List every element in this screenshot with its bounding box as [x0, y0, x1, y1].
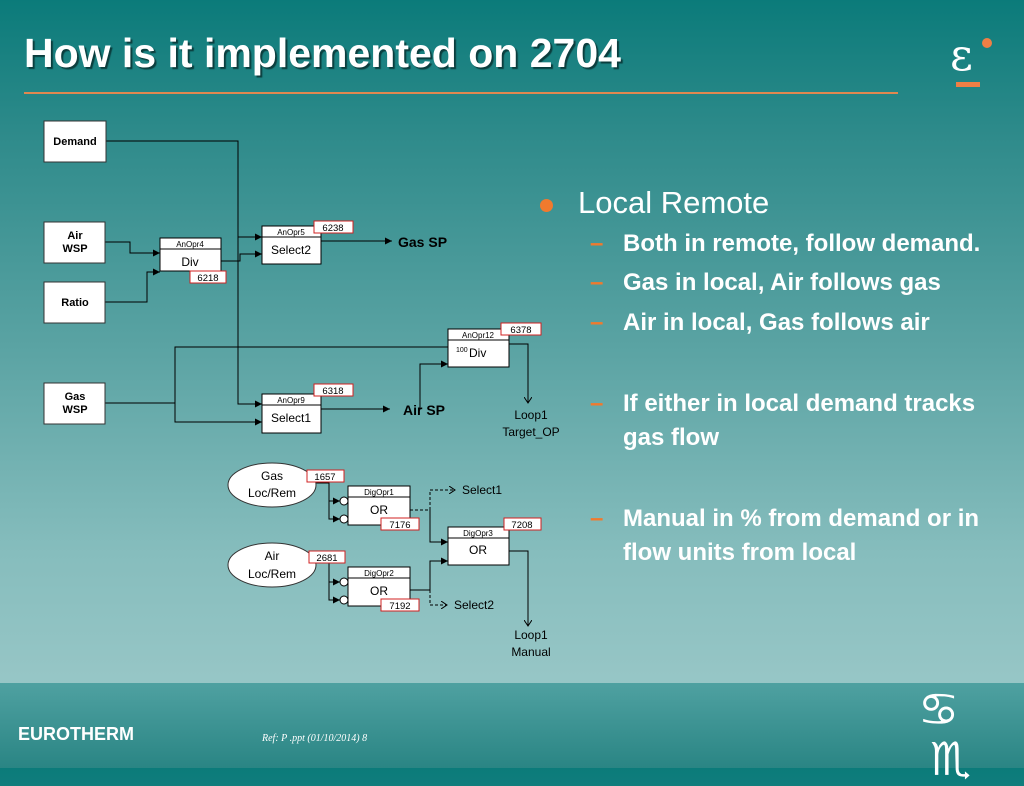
wire-airsp-div12	[419, 360, 448, 409]
loop-manual-label-2: Manual	[511, 645, 550, 659]
svg-text:6218: 6218	[197, 273, 218, 284]
cancer-zodiac-icon: ♋	[918, 682, 960, 736]
bullet-sub-3: –Air in local, Gas follows air	[590, 309, 930, 336]
wire-or3-loop	[509, 550, 528, 626]
svg-text:WSP: WSP	[62, 243, 87, 255]
svg-text:DigOpr3: DigOpr3	[463, 529, 493, 538]
wire-demand-select1	[106, 140, 262, 408]
svg-text:OR: OR	[370, 584, 388, 598]
svg-text:6378: 6378	[510, 325, 531, 336]
epsilon-icon: ε	[950, 30, 973, 81]
slide-title: How is it implemented on 2704	[24, 30, 621, 76]
logo-bar	[956, 82, 980, 87]
wire-or2-select2	[429, 590, 447, 605]
bullet-sub-4: –If either in local demand tracks gas fl…	[590, 390, 976, 451]
svg-text:2681: 2681	[316, 553, 337, 564]
input-air-wsp: Air WSP	[43, 221, 106, 264]
svg-text:100: 100	[456, 347, 468, 354]
svg-text:AnOpr9: AnOpr9	[277, 396, 305, 405]
title-rule	[24, 92, 898, 94]
wire-air-div	[105, 241, 160, 257]
wire-div-select2	[221, 250, 262, 262]
block-digopr1: DigOpr1 OR 7176	[339, 485, 420, 531]
select2-out-label: Select2	[454, 598, 494, 612]
svg-text:Air: Air	[67, 230, 83, 242]
bullet-sub-2: –Gas in local, Air follows gas	[590, 269, 941, 296]
block-anopr9: AnOpr9 Select1 6318	[261, 383, 354, 434]
svg-text:Select1: Select1	[271, 411, 311, 425]
logo-dot	[982, 38, 992, 48]
select1-out-label: Select1	[462, 483, 502, 497]
footer-band	[0, 683, 1024, 768]
svg-text:OR: OR	[469, 543, 487, 557]
svg-text:Div: Div	[469, 346, 486, 360]
svg-text:Demand: Demand	[53, 136, 96, 148]
wire-gas-select1	[174, 403, 262, 426]
block-digopr3: DigOpr3 OR 7208	[447, 517, 542, 566]
air-loc-rem: Air Loc/Rem 2681	[227, 542, 346, 588]
svg-text:Gas: Gas	[65, 391, 86, 403]
loop-manual-label: Loop1	[514, 628, 548, 642]
wire-gasell-or1b	[328, 501, 340, 523]
bullet-main: Local Remote	[540, 185, 1010, 221]
svg-text:AnOpr5: AnOpr5	[277, 228, 305, 237]
block-anopr5: AnOpr5 Select2 6238	[261, 220, 354, 265]
wire-or1-or3	[429, 510, 448, 546]
loop-target-label-2: Target_OP	[502, 425, 559, 439]
block-anopr12: AnOpr12 100 Div 6378	[447, 322, 542, 368]
scorpio-zodiac-icon: ♏	[930, 732, 972, 786]
svg-text:Gas: Gas	[261, 469, 283, 483]
svg-text:OR: OR	[370, 503, 388, 517]
block-digopr2: DigOpr2 OR 7192	[339, 566, 420, 612]
svg-text:Loc/Rem: Loc/Rem	[248, 486, 296, 500]
input-gas-wsp: Gas WSP	[43, 382, 106, 425]
wire-airell-or2b	[328, 582, 340, 604]
wire-div12-loop	[509, 343, 528, 403]
svg-text:AnOpr12: AnOpr12	[462, 331, 495, 340]
bullet-sub-5: –Manual in % from demand or in flow unit…	[590, 505, 980, 566]
air-sp-label: Air SP	[403, 402, 445, 418]
svg-text:6238: 6238	[322, 223, 343, 234]
svg-text:1657: 1657	[314, 472, 335, 483]
gas-sp-label: Gas SP	[398, 234, 447, 250]
svg-text:7192: 7192	[389, 601, 410, 612]
svg-text:AnOpr4: AnOpr4	[176, 240, 204, 249]
svg-text:7208: 7208	[511, 520, 532, 531]
svg-text:7176: 7176	[389, 520, 410, 531]
svg-text:Div: Div	[181, 255, 198, 269]
svg-text:DigOpr2: DigOpr2	[364, 569, 394, 578]
wire-or1-select1	[410, 490, 455, 511]
footer-brand: EUROTHERM	[18, 724, 134, 744]
svg-text:Loc/Rem: Loc/Rem	[248, 567, 296, 581]
control-diagram: Demand Air WSP Ratio Gas WSP AnOpr4 Div …	[43, 120, 560, 659]
wire-ratio-div	[105, 268, 160, 303]
svg-text:Ratio: Ratio	[61, 297, 89, 309]
wire-gas-div12	[105, 343, 455, 404]
loop-target-label: Loop1	[514, 408, 548, 422]
svg-text:Air: Air	[265, 549, 280, 563]
bullet-sub-1: –Both in remote, follow demand.	[590, 230, 981, 257]
svg-text:Select2: Select2	[271, 243, 311, 257]
gas-loc-rem: Gas Loc/Rem 1657	[227, 462, 345, 508]
svg-text:WSP: WSP	[62, 404, 87, 416]
svg-text:6318: 6318	[322, 386, 343, 397]
wire-gasell-or1a	[312, 482, 340, 505]
block-anopr4: AnOpr4 Div 6218	[159, 237, 227, 284]
wires	[105, 140, 528, 626]
bullet-list: Local Remote –Both in remote, follow dem…	[540, 185, 1010, 570]
wire-or2-or3	[410, 557, 448, 591]
input-ratio: Ratio	[43, 281, 106, 324]
input-demand: Demand	[43, 120, 107, 163]
svg-text:DigOpr1: DigOpr1	[364, 488, 394, 497]
footer-ref: Ref: P .ppt (01/10/2014) 8	[262, 733, 368, 744]
bullet-dot	[540, 199, 553, 212]
